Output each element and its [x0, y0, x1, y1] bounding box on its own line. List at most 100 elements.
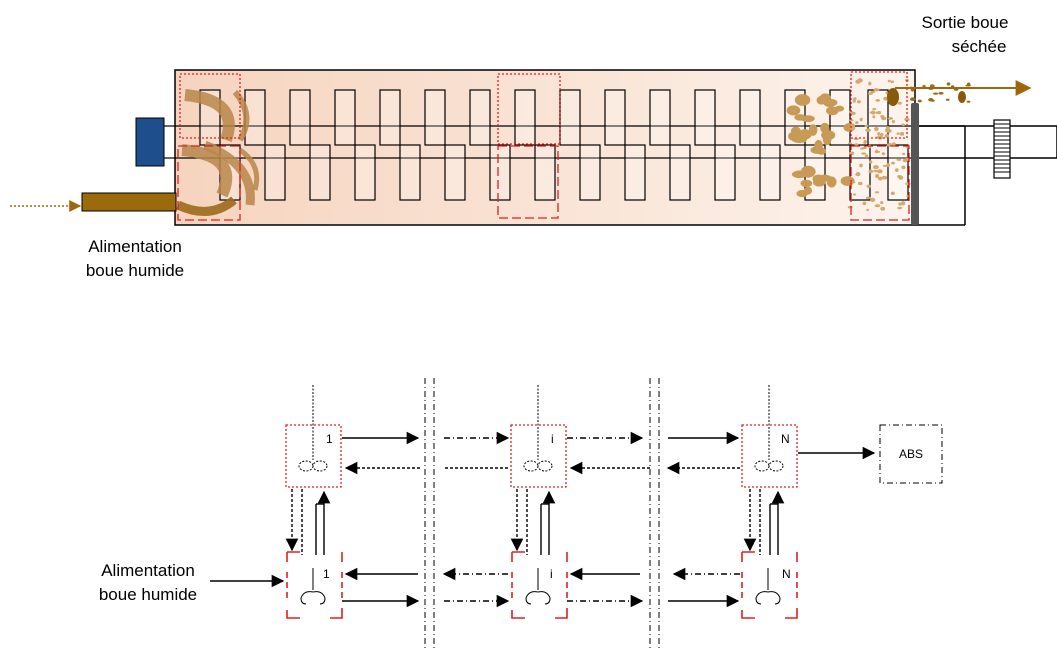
sludge-granule: [880, 201, 884, 205]
sludge-granule: [875, 98, 880, 102]
sludge-granule: [905, 182, 911, 186]
sludge-granule: [791, 170, 808, 179]
sludge-granule: [816, 174, 832, 182]
paddle-lower: [669, 144, 691, 201]
sludge-granule: [851, 123, 856, 128]
sludge-granule: [800, 179, 813, 188]
sludge-granule: [890, 80, 894, 84]
sludge-granule: [873, 88, 880, 92]
paddle-lower: [309, 144, 331, 201]
abs-box: [879, 424, 943, 484]
sludge-granule: [891, 161, 895, 165]
sludge-granule: [901, 123, 906, 127]
sludge-granule: [901, 165, 906, 170]
stage-label-1-solid: 1: [323, 567, 330, 581]
paddle-lower: [624, 144, 646, 201]
sludge-granule: [869, 111, 874, 114]
paddle-upper: [379, 89, 401, 146]
paddle-upper: [649, 89, 671, 146]
sludge-granule: [870, 90, 876, 94]
sludge-granule: [891, 119, 896, 124]
sludge-granule: [880, 206, 886, 211]
sludge-particle: [910, 97, 916, 102]
feed-pipe: [81, 192, 177, 212]
sludge-granule: [873, 170, 879, 173]
sludge-granule: [870, 197, 876, 203]
sludge-granule: [880, 132, 884, 137]
sludge-granule: [881, 175, 888, 180]
dry-sludge-granules: [786, 78, 971, 211]
paddle-upper: [604, 89, 626, 146]
sludge-granule: [868, 81, 872, 86]
sludge-granule: [885, 130, 891, 133]
paddle-upper: [739, 89, 761, 146]
gas-cell-stirrers: [298, 385, 784, 472]
paddle-lower: [264, 144, 286, 201]
sludge-granule: [897, 175, 903, 179]
abs-label: ABS: [899, 447, 923, 461]
sludge-granule: [857, 181, 863, 186]
sludge-granule: [852, 99, 856, 103]
paddle-lower: [354, 144, 376, 201]
sludge-granule: [895, 168, 899, 172]
sludge-granule: [875, 173, 880, 179]
sludge-granule: [880, 116, 887, 121]
cell-model: 1 i N 1 i N ABS: [210, 378, 943, 650]
stage-label-N-solid: N: [782, 567, 791, 581]
outlet-label-line1: Sortie boue: [922, 13, 1009, 32]
sludge-granule: [877, 176, 883, 181]
sludge-granule: [798, 129, 812, 140]
sludge-granule: [868, 169, 874, 174]
sludge-granule: [874, 191, 880, 194]
sludge-granule: [797, 95, 807, 102]
sludge-granule: [896, 132, 900, 135]
sludge-granule: [896, 158, 902, 161]
sludge-granule: [840, 176, 855, 186]
sludge-granule: [881, 152, 886, 156]
solid-cell-stirrers: [300, 568, 781, 605]
motor: [135, 117, 165, 167]
sludge-granule: [872, 115, 876, 119]
sludge-granule: [865, 196, 871, 200]
control-volumes: [177, 71, 910, 221]
sludge-granule: [882, 164, 888, 168]
paddle-upper: [559, 89, 581, 146]
sludge-particle: [946, 82, 951, 86]
sludge-particle: [917, 99, 922, 103]
inlet-label-top-line2: boue humide: [86, 261, 184, 280]
inlet-label-top-line1: Alimentation: [88, 237, 182, 256]
sludge-granule: [892, 142, 896, 146]
stage-label-N-gas: N: [781, 432, 790, 446]
stage-separators: [424, 378, 660, 650]
solid-cells: [286, 551, 798, 619]
inlet-label-bottom-line2: boue humide: [99, 585, 197, 604]
sludge-granule: [862, 201, 867, 206]
sludge-granule: [899, 131, 905, 136]
sludge-granule: [897, 206, 903, 210]
sludge-granule: [877, 131, 881, 136]
sludge-granule: [855, 121, 859, 125]
sludge-granule: [865, 128, 871, 133]
sludge-granule: [834, 105, 845, 112]
sludge-granule: [872, 107, 877, 111]
drive-gear: [993, 119, 1011, 179]
stage-label-i-solid: i: [550, 567, 553, 581]
sludge-granule: [866, 208, 870, 211]
paddle-lower: [444, 144, 466, 201]
sludge-granule: [856, 100, 861, 104]
sludge-granule: [864, 124, 869, 128]
sludge-granule: [902, 152, 906, 156]
sludge-granule: [790, 126, 801, 135]
sludge-granule: [887, 79, 891, 83]
sludge-granule: [875, 111, 881, 114]
sludge-granule: [855, 171, 861, 177]
sludge-granule: [853, 137, 859, 141]
sludge-granule: [855, 79, 861, 84]
sludge-granule: [859, 117, 863, 122]
sludge-granule: [887, 117, 894, 120]
sludge-granule: [886, 163, 891, 168]
sludge-granule: [874, 126, 879, 132]
wet-sludge-swirl: [176, 89, 260, 216]
sludge-granule: [854, 143, 859, 146]
